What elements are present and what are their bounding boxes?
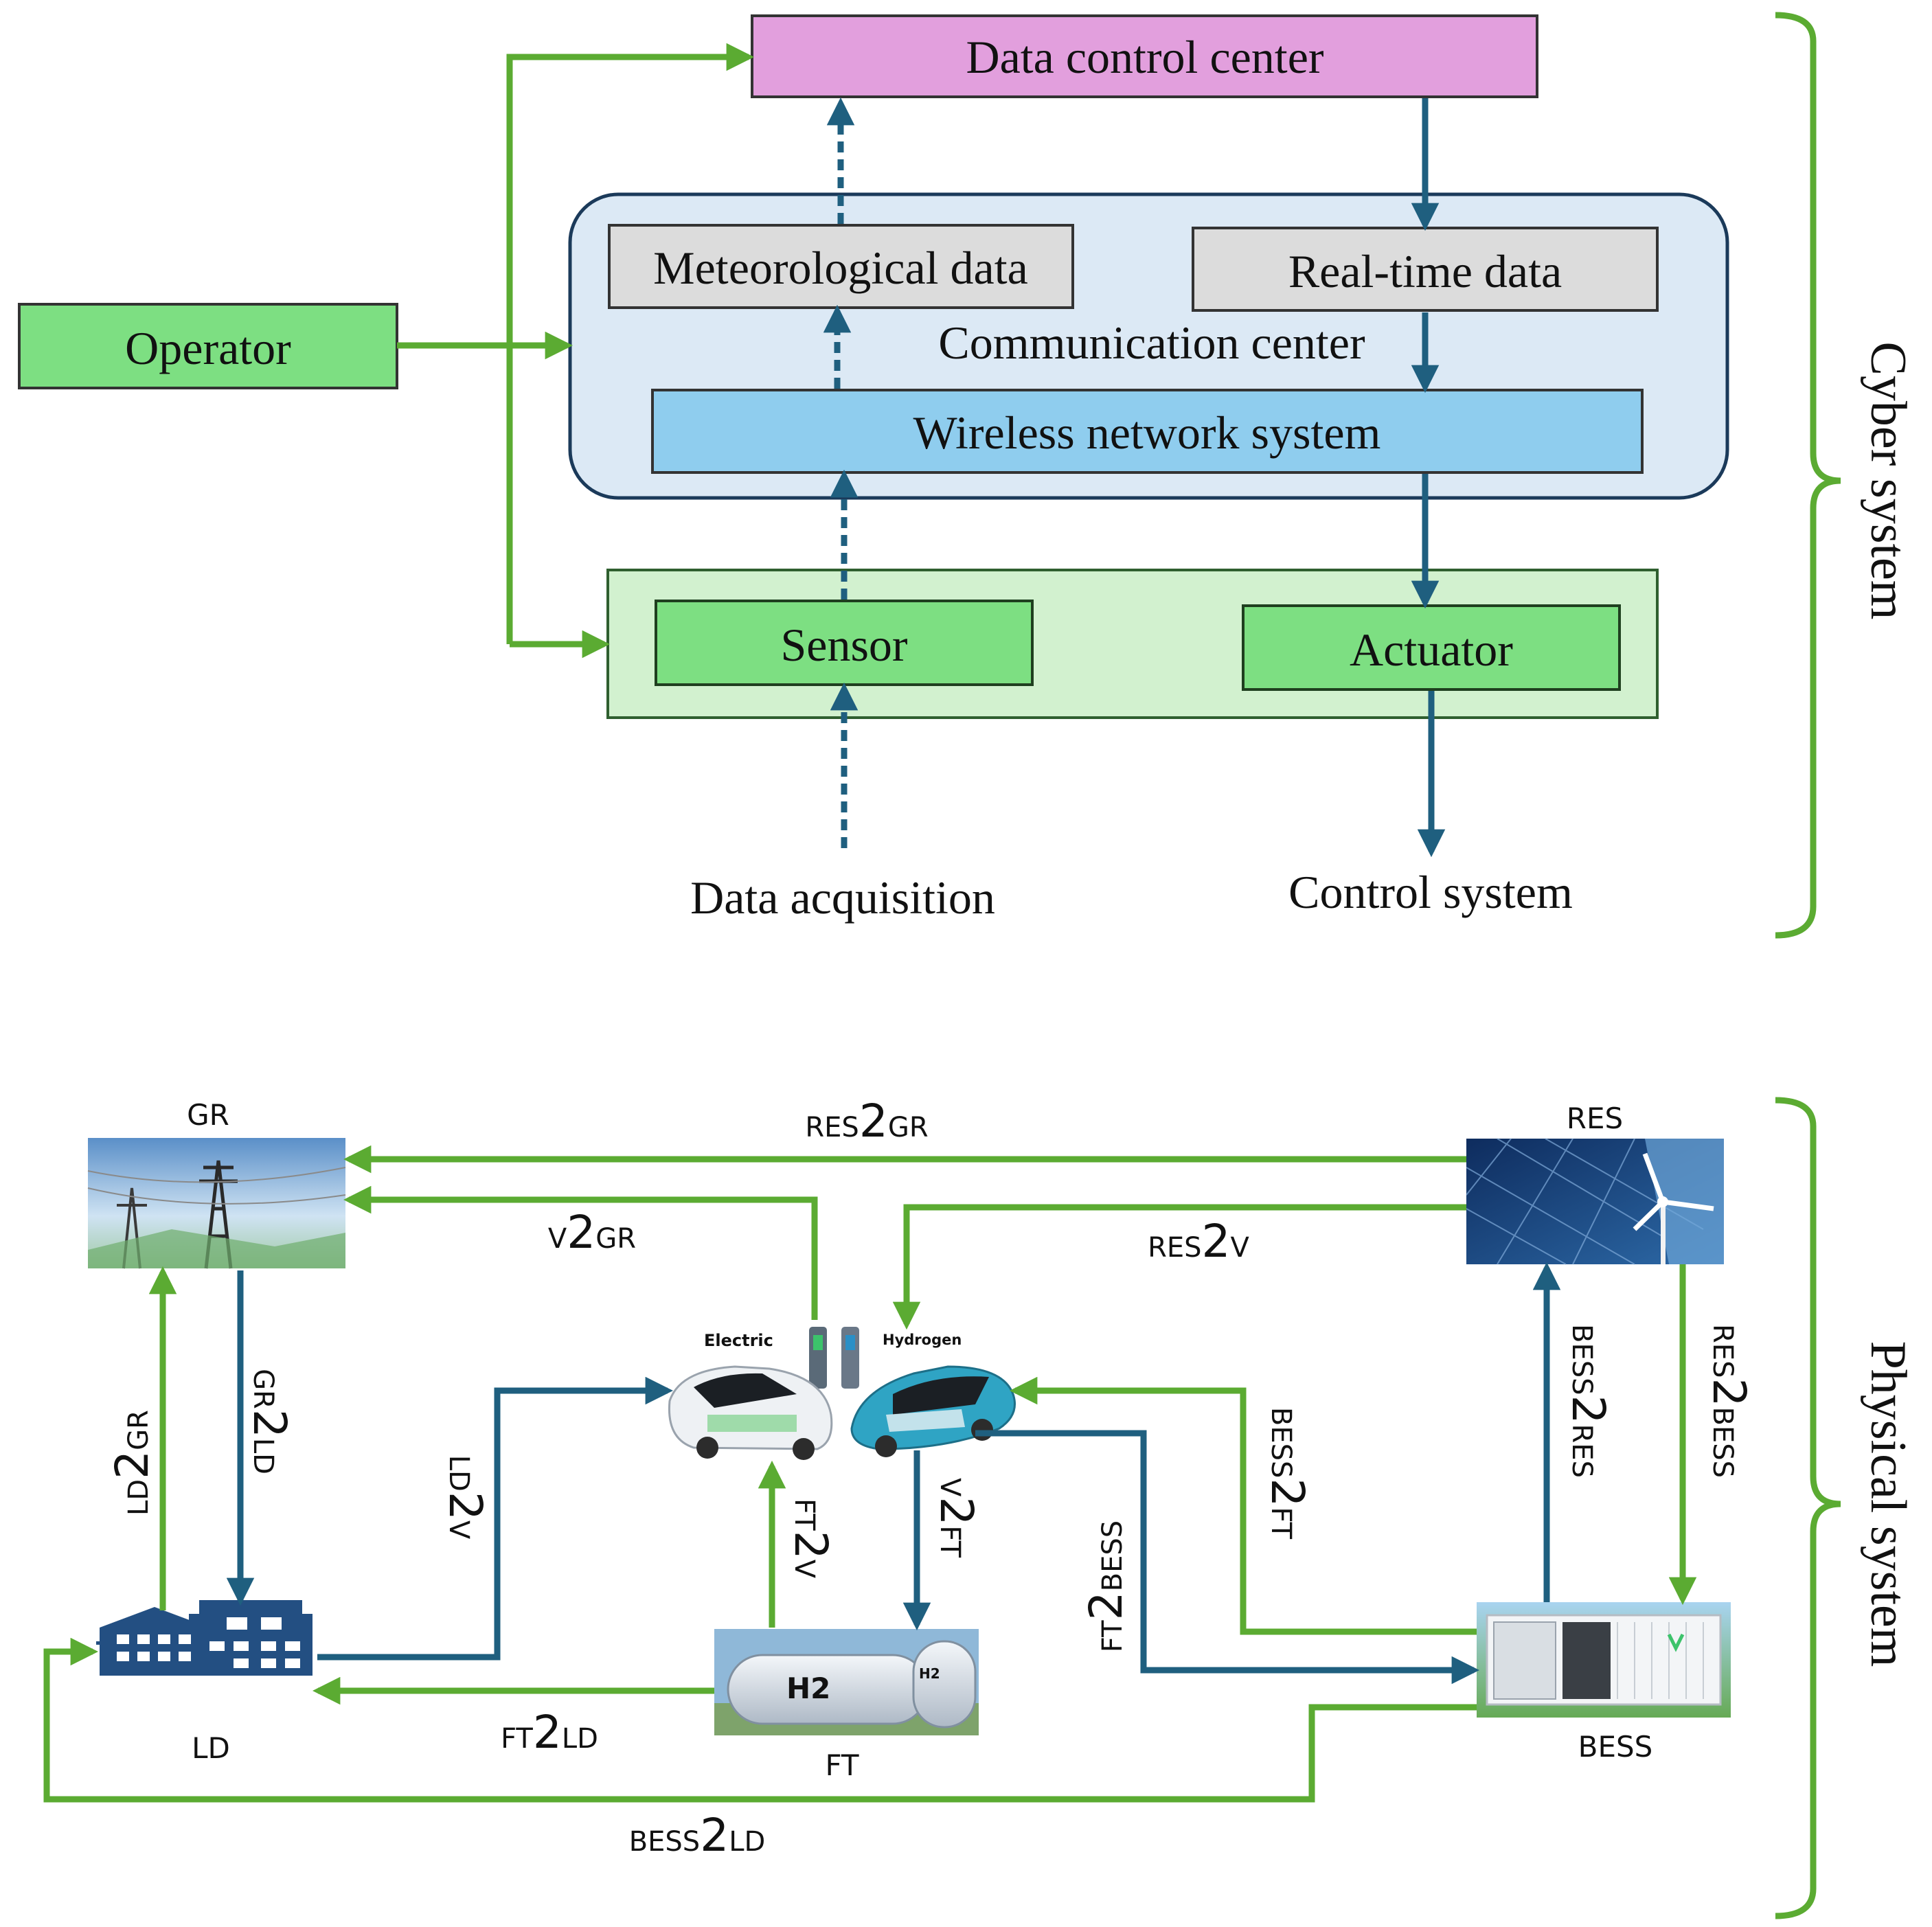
data-acquisition-label: Data acquisition <box>690 871 995 924</box>
ft2bess-label: FT2BESS <box>1080 1520 1133 1652</box>
physical-system: GR RES LD <box>43 1095 1916 1919</box>
ft2v-label: FT2V <box>784 1498 837 1579</box>
wireless-network-box <box>651 389 1644 474</box>
grid-label: GR <box>187 1098 229 1132</box>
operator-label: Operator <box>125 322 291 374</box>
electric-label: Electric <box>704 1331 773 1350</box>
ft2bess-arrow <box>975 1430 1480 1685</box>
bess2ld-arrow <box>43 1637 1477 1803</box>
operator-box <box>18 303 398 389</box>
physical-system-label: Physical system <box>1860 1341 1916 1667</box>
ld2v-arrow <box>317 1376 674 1661</box>
cyber-system: Data control center Meteorological data … <box>18 12 1916 939</box>
bess2res-label: BESS2RES <box>1562 1324 1615 1478</box>
bess2ft-label: BESS2FT <box>1261 1407 1314 1540</box>
ld2v-label: LD2V <box>439 1455 492 1540</box>
hydrogen-label: Hydrogen <box>883 1332 962 1348</box>
ld2gr-label: LD2GR <box>106 1410 159 1516</box>
meteorological-data-label: Meteorological data <box>653 242 1028 294</box>
meteorological-data-box <box>608 224 1074 309</box>
ft2ld-label: FT2LD <box>501 1706 598 1759</box>
sensor-label: Sensor <box>780 619 907 671</box>
cyber-bracket <box>1775 12 1841 939</box>
realtime-data-label: Real-time data <box>1288 245 1562 297</box>
bess2ft-arrow <box>1009 1376 1477 1635</box>
communication-center-label: Communication center <box>938 317 1365 369</box>
actuator-box <box>1242 604 1621 691</box>
h2-small-tank-label: H2 <box>919 1665 940 1682</box>
operator-to-dcc-arrow <box>506 43 755 644</box>
grid-image <box>87 1138 346 1269</box>
ft-label: FT <box>825 1748 859 1782</box>
res-label: RES <box>1567 1102 1623 1135</box>
h2-tank-label: H2 <box>786 1672 830 1705</box>
physical-bracket <box>1775 1097 1841 1919</box>
cyber-system-label: Cyber system <box>1860 342 1916 620</box>
v2gr-arrow <box>343 1185 818 1320</box>
ld-label: LD <box>192 1731 230 1765</box>
control-system-label: Control system <box>1288 866 1573 918</box>
bess-image <box>1477 1602 1731 1718</box>
sensor-box <box>655 600 1034 686</box>
v2gr-label: V2GR <box>548 1206 636 1259</box>
res2v-label: RES2V <box>1148 1215 1249 1268</box>
building-icon <box>96 1600 312 1676</box>
res2v-arrow <box>892 1204 1466 1330</box>
v2ft-label: V2FT <box>930 1478 983 1558</box>
data-control-center-label: Data control center <box>966 31 1323 83</box>
actuator-label: Actuator <box>1350 624 1513 676</box>
res-image <box>1466 1138 1724 1265</box>
vehicle-station-image: Electric Hydrogen <box>668 1327 1016 1460</box>
fuel-tank-image: H2 H2 <box>714 1629 979 1735</box>
res2bess-label: RES2BESS <box>1703 1324 1755 1478</box>
bess2ld-label: BESS2LD <box>629 1809 766 1862</box>
realtime-data-box <box>1192 227 1659 312</box>
res2gr-label: RES2GR <box>805 1095 928 1148</box>
data-control-center-box <box>751 14 1538 98</box>
bess-label: BESS <box>1578 1730 1653 1764</box>
wireless-network-label: Wireless network system <box>913 407 1381 459</box>
gr2ld-label: GR2LD <box>243 1369 296 1474</box>
